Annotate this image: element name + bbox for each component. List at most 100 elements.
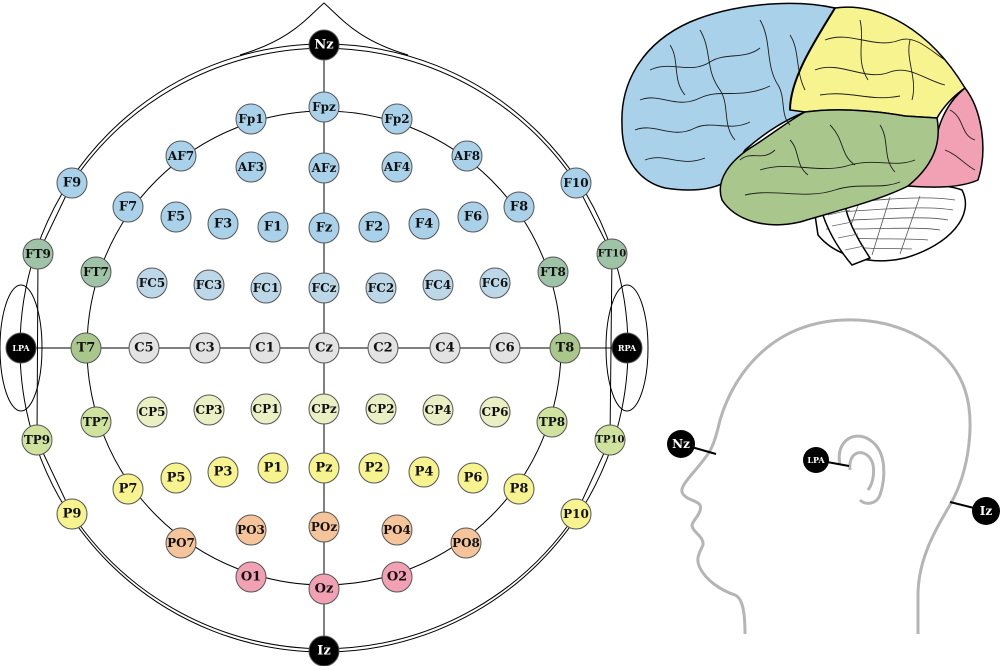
electrode-tp7: TP7: [80, 406, 112, 438]
electrode-f4: F4: [408, 208, 440, 240]
electrode-cpz: CPz: [308, 393, 340, 425]
electrode-label: P9: [63, 507, 82, 522]
electrode-f6: F6: [457, 201, 489, 233]
brain-lateral-view: [621, 2, 984, 266]
electrode-po3: PO3: [235, 514, 267, 546]
electrode-label: P6: [464, 471, 483, 486]
electrode-label: Fp2: [384, 112, 409, 126]
electrode-label: AF8: [453, 149, 480, 163]
profile-fiducial-nz: Nz: [667, 430, 695, 458]
electrode-marker: [536, 406, 568, 438]
electrode-marker: [308, 272, 340, 304]
electrode-tp10: TP10: [594, 424, 626, 456]
electrode-f1: F1: [257, 211, 289, 243]
electrode-marker: [249, 332, 281, 364]
electrode-label: O1: [241, 570, 261, 585]
electrode-marker: [165, 140, 197, 172]
electrode-marker: [549, 332, 581, 364]
electrode-marker: [308, 635, 340, 666]
electrode-marker: [21, 424, 53, 456]
electrode-label: FT7: [83, 265, 109, 279]
electrode-marker: [5, 332, 37, 364]
electrode-label: PO8: [452, 536, 480, 550]
electrode-label: CP1: [253, 402, 280, 416]
electrode-label: C1: [255, 341, 274, 356]
electrode-marker: [207, 208, 239, 240]
electrode-c1: C1: [249, 332, 281, 364]
electrode-marker: [367, 332, 399, 364]
electrode-afz: AFz: [308, 152, 340, 184]
electrode-marker: [422, 269, 454, 301]
electrode-marker: [408, 456, 440, 488]
electrode-marker: [235, 514, 267, 546]
electrode-f5: F5: [160, 201, 192, 233]
electrode-label: P1: [264, 461, 283, 476]
electrode-label: Nz: [314, 38, 333, 53]
profile-leader-lines: [680, 443, 987, 512]
electrode-label: TP10: [596, 435, 625, 446]
electrode-label: RPA: [618, 343, 637, 353]
electrode-po4: PO4: [381, 514, 413, 546]
electrode-fc1: FC1: [250, 272, 282, 304]
electrode-marker: [56, 498, 88, 530]
electrode-marker: [193, 269, 225, 301]
electrode-cp6: CP6: [479, 396, 511, 428]
electrode-f8: F8: [503, 191, 535, 223]
electrode-marker: [308, 152, 340, 184]
electrode-label: TP9: [24, 433, 50, 447]
electrode-label: TP7: [83, 415, 109, 429]
electrode-marker: [189, 332, 221, 364]
electrode-o2: O2: [381, 561, 413, 593]
electrode-cp1: CP1: [250, 393, 282, 425]
electrode-label: CP3: [196, 403, 223, 417]
electrode-label: AF3: [237, 160, 264, 174]
electrode-fc5: FC5: [136, 267, 168, 299]
electrode-f10: F10: [560, 167, 592, 199]
electrode-c2: C2: [367, 332, 399, 364]
electrode-af8: AF8: [451, 140, 483, 172]
electrode-label: FC3: [196, 278, 222, 292]
electrode-marker: [136, 396, 168, 428]
electrode-label: POz: [311, 520, 337, 534]
electrode-p8: P8: [503, 473, 535, 505]
electrode-marker: [365, 393, 397, 425]
electrode-lpa: LPA: [5, 332, 37, 364]
electrode-marker: [235, 151, 267, 183]
electrode-label: AF4: [383, 160, 410, 174]
electrode-t8: T8: [549, 332, 581, 364]
electrode-label: FT10: [598, 249, 626, 260]
electrode-c4: C4: [429, 332, 461, 364]
electrode-marker: [308, 393, 340, 425]
electrode-label: Fp1: [238, 112, 263, 126]
electrode-tp8: TP8: [536, 406, 568, 438]
electrode-cp5: CP5: [136, 396, 168, 428]
central-sulcus: [789, 7, 836, 111]
electrode-marker: [235, 561, 267, 593]
electrode-label: PO4: [383, 523, 411, 537]
fiducial-label: Nz: [672, 437, 690, 451]
electrode-f9: F9: [56, 167, 88, 199]
electrode-label: O2: [387, 570, 407, 585]
electrode-label: C3: [195, 341, 214, 356]
electrode-p1: P1: [257, 452, 289, 484]
electrode-marker: [560, 498, 592, 530]
electrode-fc4: FC4: [422, 269, 454, 301]
electrode-label: F3: [214, 217, 232, 232]
electrode-marker: [479, 396, 511, 428]
electrode-marker: [537, 256, 569, 288]
electrode-marker: [308, 332, 340, 364]
electrode-fz: Fz: [308, 212, 340, 244]
electrode-marker: [193, 394, 225, 426]
electrode-label: FCz: [312, 281, 337, 295]
brainstem-striations: [827, 209, 865, 251]
electrode-marker: [457, 201, 489, 233]
frontal-lobe: [621, 2, 837, 191]
electrode-poz: POz: [308, 511, 340, 543]
electrode-label: F5: [167, 210, 185, 225]
electrode-label: P8: [510, 482, 529, 497]
electrode-iz: Iz: [308, 635, 340, 666]
electrode-fp1: Fp1: [235, 103, 267, 135]
electrode-af3: AF3: [235, 151, 267, 183]
brain-sulci: [634, 19, 976, 196]
